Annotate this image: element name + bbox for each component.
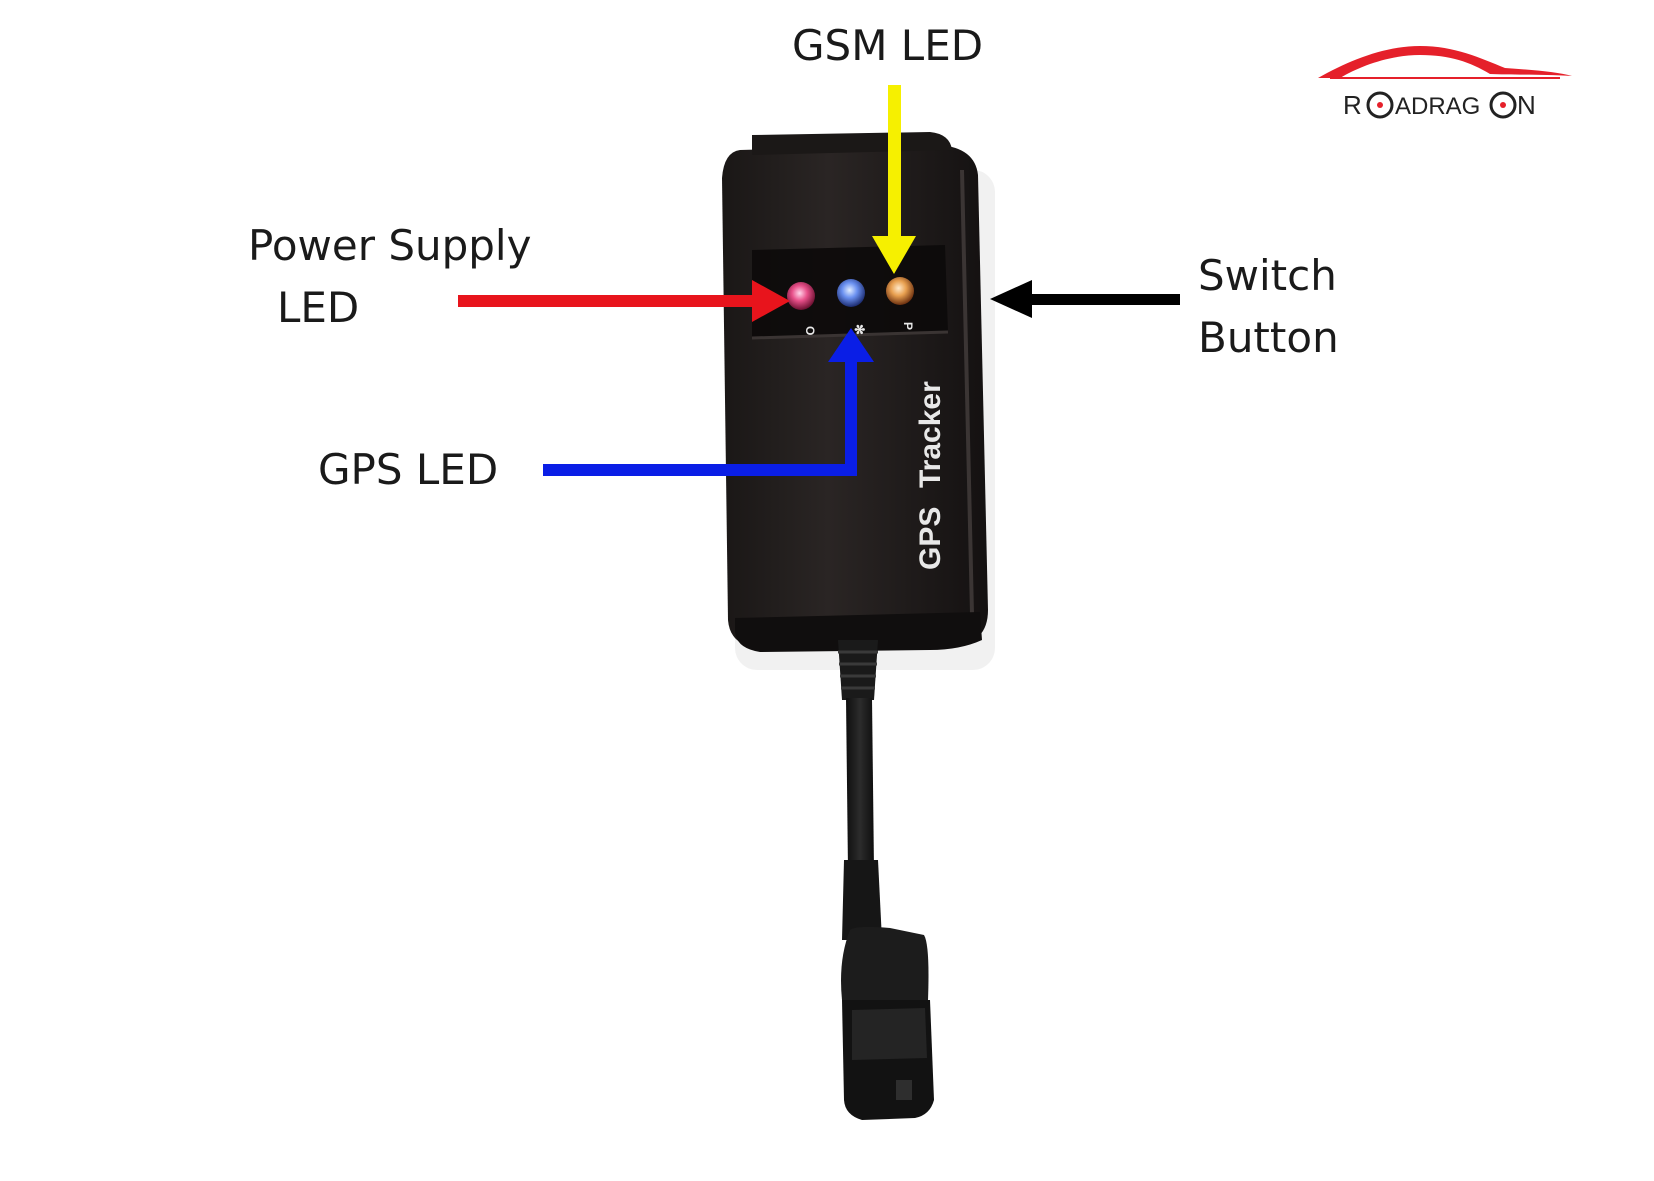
logo-o-ring: [1366, 91, 1394, 119]
switch-arrow: [990, 280, 1180, 318]
connector-notch: [896, 1080, 912, 1100]
connector-latch: [852, 1008, 927, 1060]
case-label-gps: GPS: [914, 507, 947, 570]
cable-boot: [842, 860, 882, 940]
roadragon-logo: R ADRAG N: [1318, 46, 1572, 120]
logo-o-ring-2: [1489, 91, 1517, 119]
case-top-ridge: [752, 132, 952, 155]
power-supply-label-line2: LED: [277, 283, 359, 332]
logo-text-r: R: [1343, 90, 1362, 120]
gps-tracker-device: O ✻ P GPS Tracker: [722, 132, 995, 1120]
gps-arrow: [543, 328, 874, 476]
case-edge-highlight: [960, 169, 974, 616]
gsm-led-mark: P: [901, 322, 915, 330]
case-bottom-lip: [735, 612, 982, 652]
power-led-mark: O: [803, 326, 817, 335]
logo-o-dot: [1377, 102, 1383, 108]
power-arrow: [458, 280, 790, 322]
logo-o-dot-2: [1500, 102, 1506, 108]
switch-label-line2: Button: [1198, 313, 1339, 362]
logo-text-n: N: [1517, 90, 1536, 120]
cable: [846, 698, 874, 870]
strain-relief: [838, 640, 878, 700]
strain-relief-ridges: [838, 650, 878, 690]
case-label-tracker: Tracker: [914, 381, 947, 488]
gps-led-label: GPS LED: [318, 445, 498, 494]
gps-led: [837, 279, 865, 307]
gsm-led: [886, 277, 914, 305]
switch-label-line1: Switch: [1198, 251, 1337, 300]
power-led: [787, 282, 815, 310]
power-supply-label-line1: Power Supply: [248, 221, 531, 270]
logo-text-mid: ADRAG: [1395, 93, 1480, 120]
gsm-led-label: GSM LED: [792, 21, 983, 70]
gps-led-mark: ✻: [852, 324, 867, 335]
logo-car-swoosh: [1318, 46, 1572, 78]
gsm-arrow: [872, 85, 916, 274]
connector-upper: [841, 926, 929, 1000]
